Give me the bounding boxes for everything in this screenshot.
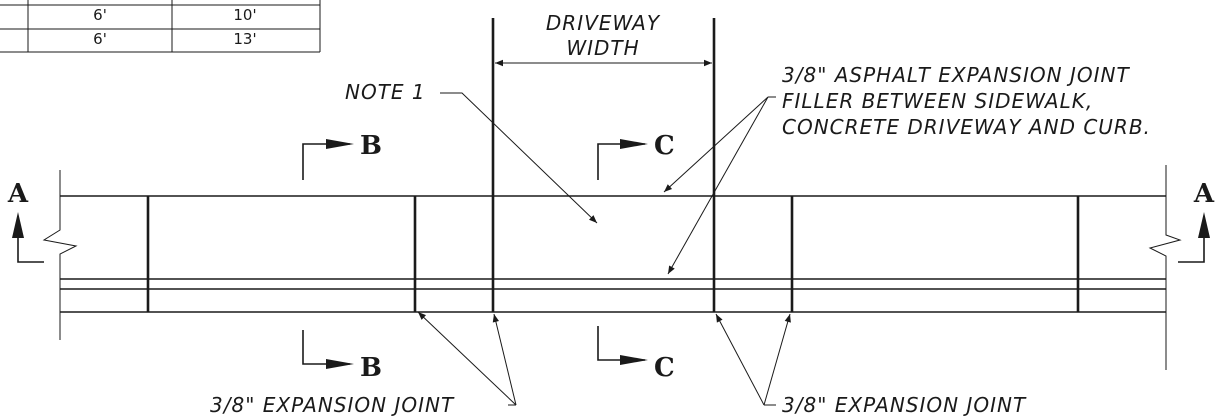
section-b-bottom-marker: B (302, 330, 382, 383)
table-cell-r2c2: 13' (233, 30, 256, 48)
table-cell-r1c1: 6' (93, 6, 107, 24)
right-break-line (1148, 165, 1182, 370)
expansion-joint-label-right: 3/8" EXPANSION JOINT (782, 393, 1027, 417)
expansion-joint-callout-left: 3/8" EXPANSION JOINT (210, 311, 517, 417)
section-b-top-label: B (360, 131, 382, 161)
section-c-top-label: C (654, 131, 675, 161)
section-c-top-marker: C (597, 131, 675, 180)
table-cell-r2c1: 6' (93, 30, 107, 48)
section-a-right-marker: A (1178, 179, 1215, 263)
dimension-label-line2: WIDTH (566, 36, 639, 60)
note-1-callout: NOTE 1 (345, 80, 598, 224)
section-b-top-marker: B (302, 131, 382, 180)
asphalt-note-callout: 3/8" ASPHALT EXPANSION JOINT FILLER BETW… (663, 63, 1151, 275)
left-break-line (42, 170, 78, 340)
section-a-right-label: A (1193, 179, 1215, 209)
asphalt-note-line1: 3/8" ASPHALT EXPANSION JOINT (782, 63, 1130, 87)
section-a-left-label: A (7, 179, 29, 209)
schedule-table: 6' 10' 6' 13' (0, 0, 321, 53)
section-c-bottom-marker: C (597, 326, 675, 383)
dimension-label-line1: DRIVEWAY (546, 11, 661, 35)
asphalt-note-line3: CONCRETE DRIVEWAY AND CURB. (782, 115, 1151, 139)
note-1-label: NOTE 1 (345, 80, 426, 104)
driveway-width-dimension: DRIVEWAY WIDTH (495, 11, 712, 67)
expansion-joint-label-left: 3/8" EXPANSION JOINT (210, 393, 455, 417)
asphalt-note-line2: FILLER BETWEEN SIDEWALK, (782, 89, 1093, 113)
section-c-bottom-label: C (654, 353, 675, 383)
expansion-joint-callout-right: 3/8" EXPANSION JOINT (715, 313, 1027, 417)
table-cell-r1c2: 10' (233, 6, 256, 24)
section-b-bottom-label: B (360, 353, 382, 383)
section-a-left-marker: A (7, 179, 44, 263)
sidewalk-plan (42, 18, 1182, 370)
